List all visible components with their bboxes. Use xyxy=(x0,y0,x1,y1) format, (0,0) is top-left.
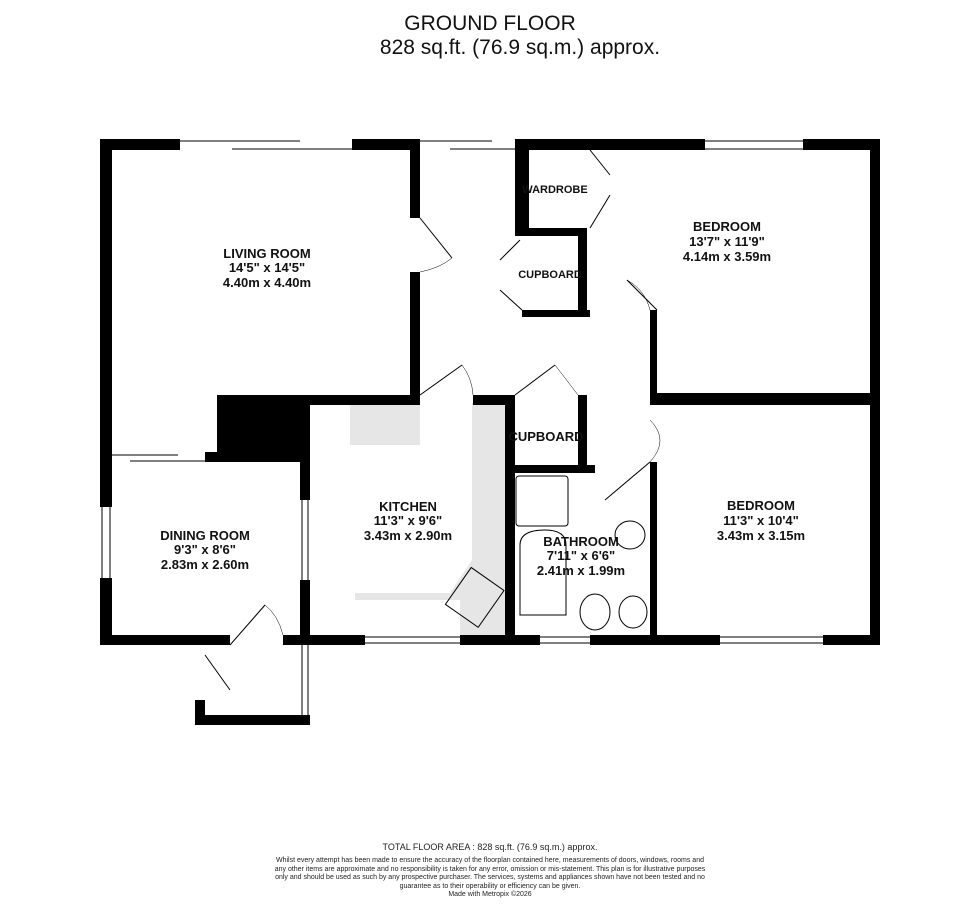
made-with: Made with Metropix ©2026 xyxy=(448,891,532,899)
bedroom2-metric: 3.43m x 3.15m xyxy=(717,528,805,543)
bathroom-imperial: 7'11" x 6'6" xyxy=(547,548,615,563)
bedroom2-imperial: 11'3" x 10'4" xyxy=(723,513,799,528)
plan-title: GROUND FLOOR xyxy=(404,12,576,35)
dining-room-metric: 2.83m x 2.60m xyxy=(161,557,249,572)
disclaimer-text: Whilst every attempt has been made to en… xyxy=(274,857,706,890)
total-floor-area: TOTAL FLOOR AREA : 828 sq.ft. (76.9 sq.m… xyxy=(382,842,598,852)
bathroom-metric: 2.41m x 1.99m xyxy=(537,563,625,578)
bathroom-name: BATHROOM xyxy=(543,534,619,549)
plan-area: 828 sq.ft. (76.9 sq.m.) approx. xyxy=(379,36,661,59)
windows-doors xyxy=(101,140,823,724)
bedroom2-name: BEDROOM xyxy=(727,498,795,513)
cupboard-label: CUPBOARD xyxy=(518,269,582,281)
bedroom1-imperial: 13'7" x 11'9" xyxy=(689,234,765,249)
walls xyxy=(100,139,880,725)
disclaimer: Whilst every attempt has been made to en… xyxy=(270,857,710,900)
living-room-name: LIVING ROOM xyxy=(223,246,310,261)
living-room-imperial: 14'5" x 14'5" xyxy=(229,260,305,275)
kitchen-metric: 3.43m x 2.90m xyxy=(364,528,452,543)
kitchen-counters xyxy=(350,403,505,635)
room-labels: LIVING ROOM 14'5" x 14'5" 4.40m x 4.40m … xyxy=(160,184,805,578)
kitchen-imperial: 11'3" x 9'6" xyxy=(374,513,442,528)
wardrobe-label: WARDROBE xyxy=(522,184,587,196)
dining-room-imperial: 9'3" x 8'6" xyxy=(174,542,236,557)
cupboard-label-2: CUPBOARD xyxy=(508,429,583,444)
dining-room-name: DINING ROOM xyxy=(160,528,250,543)
kitchen-name: KITCHEN xyxy=(379,499,437,514)
bedroom1-metric: 4.14m x 3.59m xyxy=(683,249,771,264)
bedroom1-name: BEDROOM xyxy=(693,219,761,234)
living-room-metric: 4.40m x 4.40m xyxy=(223,275,311,290)
